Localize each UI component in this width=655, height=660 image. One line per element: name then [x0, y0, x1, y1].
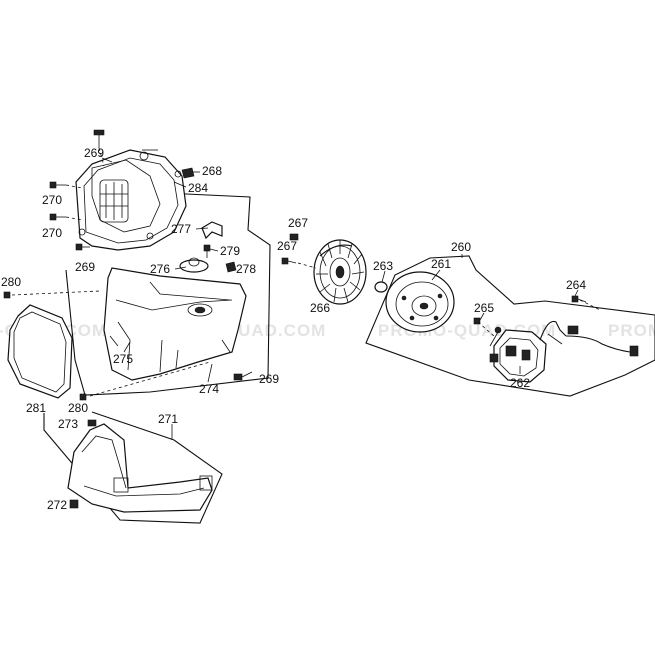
group-outline-260 [365, 255, 655, 397]
engine-shroud-275 [103, 267, 247, 381]
group-outline-274 [65, 192, 271, 396]
watermark-edge: PROMO [608, 321, 655, 340]
label-270-upper: 270 [42, 193, 62, 207]
label-264: 264 [566, 278, 586, 292]
assembly-lines [11, 147, 601, 397]
label-274: 274 [199, 382, 219, 396]
label-277: 277 [171, 222, 191, 236]
label-260: 260 [451, 240, 471, 254]
stator-262 [489, 326, 547, 383]
label-261: 261 [431, 257, 451, 271]
label-267-upper: 267 [288, 216, 308, 230]
label-270-lower: 270 [42, 226, 62, 240]
label-271: 271 [158, 412, 178, 426]
label-266: 266 [310, 301, 330, 315]
label-276: 276 [150, 262, 170, 276]
label-269-top: 269 [84, 146, 104, 160]
label-269-right: 269 [259, 372, 279, 386]
label-273: 273 [58, 417, 78, 431]
label-275: 275 [113, 352, 133, 366]
label-269-left: 269 [75, 260, 95, 274]
gasket-seal-281 [7, 304, 73, 399]
fan-housing-284 [75, 149, 187, 251]
group-outline-271 [43, 411, 223, 524]
label-272: 272 [47, 498, 67, 512]
label-265: 265 [474, 301, 494, 315]
label-262: 262 [510, 376, 530, 390]
cooling-fan-266 [313, 239, 367, 305]
label-267-lower: 267 [277, 239, 297, 253]
leader-lines [101, 157, 579, 440]
hardware-fasteners [3, 129, 587, 509]
stator-wiring-harness [539, 320, 639, 357]
label-280-upper: 280 [1, 275, 21, 289]
flywheel-rotor-261 [385, 271, 455, 333]
label-263: 263 [373, 259, 393, 273]
label-279: 279 [220, 244, 240, 258]
label-278: 278 [236, 262, 256, 276]
washer-263 [374, 281, 388, 293]
label-268: 268 [202, 164, 222, 178]
label-284: 284 [188, 181, 208, 195]
lower-guard-271 [67, 423, 213, 513]
label-281: 281 [26, 401, 46, 415]
callout-labels: 269 268 284 270 270 269 277 279 276 278 … [1, 146, 586, 512]
label-280-lower: 280 [68, 401, 88, 415]
